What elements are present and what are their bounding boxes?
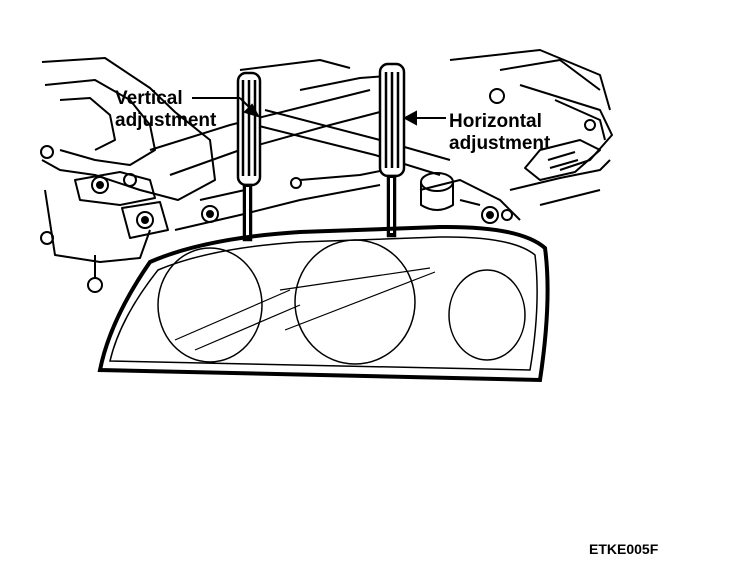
horizontal-leader [402,110,446,126]
figure-code: ETKE005F [589,541,659,557]
high-beam-reflector [294,239,416,365]
horizontal-adjustment-label: Horizontal adjustment [449,111,550,155]
headlamp-assembly [97,224,550,383]
right-screwdriver [378,62,406,238]
vertical-leader [192,97,261,118]
headlamp-lens [109,236,538,371]
vertical-label-line2: adjustment [115,110,217,131]
vertical-adjustment-label: Vertical adjustment [115,88,216,132]
engine-bay-background [40,49,613,293]
horizontal-label-line1: Horizontal [449,111,542,132]
vertical-label-line1: Vertical [115,88,183,109]
turn-signal-reflector [448,269,526,361]
headlamp-outer-housing [97,224,550,383]
low-beam-reflector [157,247,263,363]
horizontal-label-line2: adjustment [449,133,551,154]
